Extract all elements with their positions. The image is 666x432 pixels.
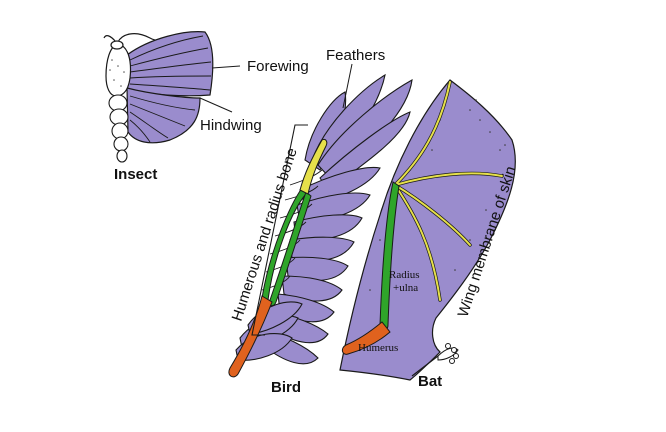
bat-finger-bone-3 [394, 184, 471, 246]
bat-figure [339, 79, 516, 381]
bat-humerus-bone [341, 321, 391, 355]
bat-finger-bone-1 [394, 81, 451, 186]
bat-finger-bone-4 [394, 184, 441, 301]
label-insect: Insect [114, 166, 157, 183]
label-radius-ulna-line1: Radius [389, 269, 420, 281]
bird-figure [228, 63, 413, 378]
bird-upper-arm-bone [228, 295, 273, 378]
label-radius-ulna-line2: +ulna [393, 282, 418, 294]
bat-finger-bone-2 [394, 172, 503, 186]
label-humerus: Humerus [358, 342, 398, 354]
label-hindwing: Hindwing [200, 117, 262, 134]
bird-wrist-bone [299, 139, 328, 195]
bird-radius-bone [269, 191, 312, 307]
label-feathers: Feathers [326, 47, 385, 64]
insect-figure [103, 31, 241, 163]
label-bird: Bird [271, 379, 301, 396]
label-bat: Bat [418, 373, 442, 390]
insect-hindwing [126, 87, 201, 144]
label-forewing: Forewing [247, 58, 309, 75]
bat-foot [437, 343, 459, 364]
